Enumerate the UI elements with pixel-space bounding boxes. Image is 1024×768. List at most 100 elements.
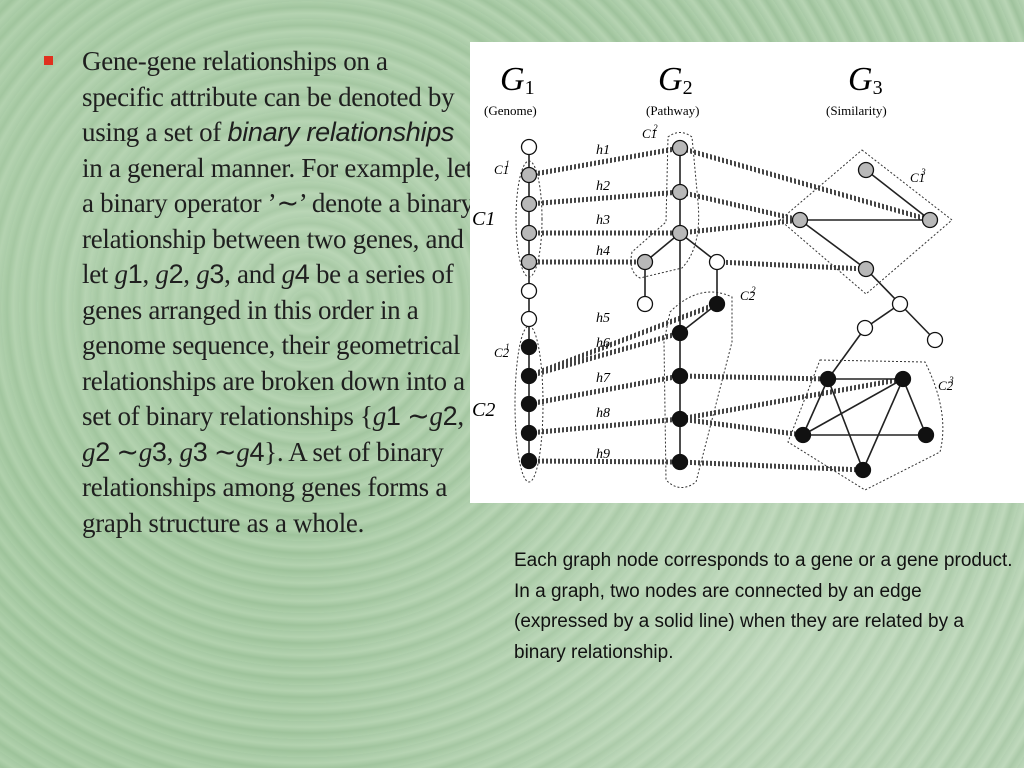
mid-text-1: in a general manner. For example, let a …: [82, 152, 473, 219]
solid-edge: [865, 169, 931, 221]
hatched-edges: [528, 145, 931, 473]
node-a11: [520, 452, 538, 470]
node-a2: [520, 195, 538, 213]
solid-edges: [528, 147, 936, 471]
solid-edge: [862, 378, 904, 471]
cluster-c2-outline: [514, 325, 544, 483]
node-b7: [708, 295, 726, 313]
solid-edge: [899, 303, 936, 341]
node-a3: [520, 224, 538, 242]
hatched-edge: [528, 145, 681, 178]
and-word: and: [237, 259, 276, 289]
node-b1: [671, 139, 689, 157]
bullet-paragraph: Gene-gene relationships on a specific at…: [44, 44, 474, 541]
solid-edge: [827, 327, 866, 380]
cluster-label-c3_1: C13: [910, 167, 926, 185]
operator-symbol: ’∼’: [267, 188, 306, 218]
node-b3: [671, 224, 689, 242]
node-a1: [520, 166, 538, 184]
cluster-c22-outline: [663, 291, 733, 488]
mid-text-2: denote a binary relationship between two…: [82, 188, 474, 289]
graph-labels: G1 (Genome) G2 (Pathway) G3 (Similarity)…: [472, 61, 954, 462]
cluster-c12-outline: [630, 132, 700, 279]
cluster-label-c1_1: C11: [494, 159, 510, 177]
cluster-label-c2: C2: [472, 399, 495, 421]
node-a5: [520, 282, 538, 300]
node-b10: [671, 410, 689, 428]
cluster-outlines: [514, 132, 953, 491]
bullet-body: Gene-gene relationships on a specific at…: [82, 46, 474, 538]
outro-text: A set of binary relationships among gene…: [82, 436, 448, 538]
cluster-c13-outline: [779, 149, 953, 295]
figure-caption: Each graph node corresponds to a gene or…: [514, 550, 1013, 663]
node-c5: [891, 295, 909, 313]
node-a8: [520, 367, 538, 385]
cluster-label-c1_2: C12: [642, 123, 658, 141]
solid-edge: [802, 378, 904, 436]
solid-edge: [902, 378, 927, 436]
edge-label-h1: h1: [596, 143, 610, 158]
node-a6: [520, 310, 538, 328]
node-b2: [671, 183, 689, 201]
node-a7: [520, 338, 538, 356]
cluster-label-c3_2: C23: [938, 375, 954, 393]
graph-figure: G1 (Genome) G2 (Pathway) G3 (Similarity)…: [470, 42, 1024, 503]
edge-label-h3: h3: [596, 213, 610, 228]
emphasis-text: binary relationships: [227, 117, 455, 147]
node-c3: [921, 211, 939, 229]
hatched-edge: [679, 459, 864, 473]
gene-g4: g4: [281, 259, 310, 289]
graph-nodes: [520, 138, 944, 479]
hatched-edge: [528, 458, 681, 465]
relationship-set: {g1 ∼g2, g2 ∼g3, g3 ∼g4}.: [82, 401, 464, 467]
edge-label-h5: h5: [596, 311, 610, 326]
edge-label-h9: h9: [596, 447, 610, 462]
node-b11: [671, 453, 689, 471]
hatched-edge: [528, 373, 681, 407]
node-b4: [636, 253, 654, 271]
edge-label-h6: h6: [596, 336, 610, 351]
node-c2: [791, 211, 809, 229]
hatched-edge: [528, 416, 681, 436]
g1-title: G1: [500, 61, 535, 99]
bullet-marker: [44, 56, 53, 65]
gene-g1: g1: [114, 259, 143, 289]
gene-g3: g3: [196, 259, 225, 289]
node-c7: [926, 331, 944, 349]
hatched-edge: [679, 217, 801, 236]
node-c4: [857, 260, 875, 278]
mid-text-3: be a series of genes arranged in this or…: [82, 259, 465, 431]
node-b9: [671, 367, 689, 385]
node-b8: [671, 324, 689, 342]
node-b6: [636, 295, 654, 313]
node-a0: [520, 138, 538, 156]
hatched-edge: [679, 189, 801, 223]
g1-subtitle: (Genome): [484, 103, 537, 118]
node-a9: [520, 395, 538, 413]
hatched-edge: [528, 301, 718, 379]
node-c6: [856, 319, 874, 337]
edge-label-h4: h4: [596, 244, 610, 259]
cluster-label-c2_1: C21: [494, 342, 510, 360]
node-c11: [917, 426, 935, 444]
node-c9: [894, 370, 912, 388]
g2-title: G2: [658, 61, 693, 99]
g3-subtitle: (Similarity): [826, 103, 887, 118]
hatched-edge: [679, 373, 829, 382]
hatched-edge: [528, 189, 681, 207]
cluster-c23-outline: [787, 359, 944, 491]
cluster-label-c1: C1: [472, 208, 495, 230]
g2-subtitle: (Pathway): [646, 103, 699, 118]
edge-label-h8: h8: [596, 406, 610, 421]
node-a4: [520, 253, 538, 271]
cluster-c1-outline: [515, 160, 543, 278]
gene-g2: g2: [155, 259, 184, 289]
node-c1: [857, 161, 875, 179]
node-b5: [708, 253, 726, 271]
solid-edge: [799, 219, 867, 270]
solid-edge: [802, 378, 829, 436]
hatched-edge: [716, 259, 867, 272]
intro-text: Gene-gene relationships on a specific at…: [82, 46, 455, 147]
hatched-edge: [679, 145, 931, 223]
solid-edge: [827, 378, 864, 471]
